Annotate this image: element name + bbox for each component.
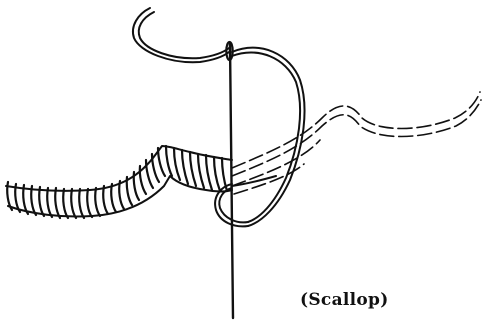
thread [133, 8, 305, 226]
stitch-marks [7, 146, 227, 218]
needle-icon [226, 42, 233, 318]
buttonhole-stitching [6, 146, 232, 218]
caption: (Scallop) [300, 290, 389, 310]
